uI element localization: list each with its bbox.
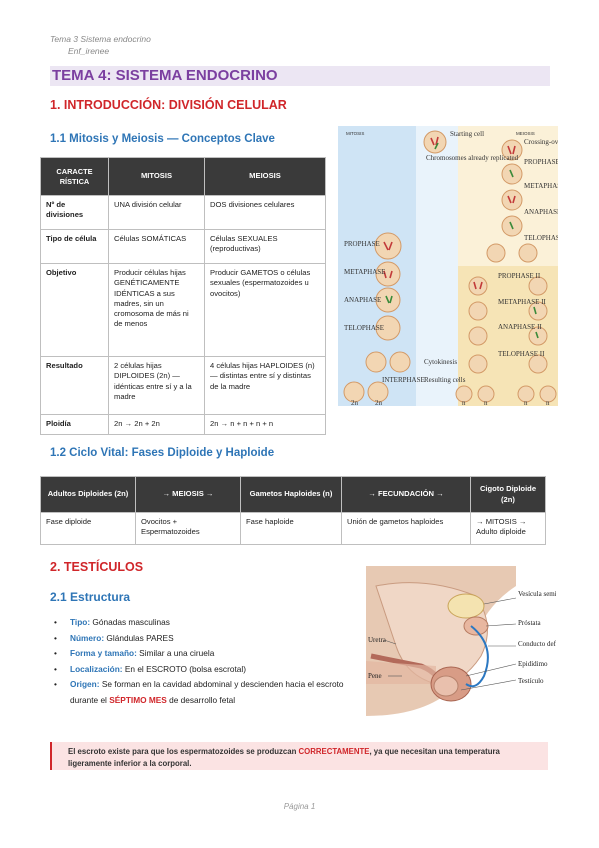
page-number: Página 1 [283, 802, 316, 811]
table-cell: Resultado [40, 356, 109, 415]
fig-label-penis: Pene [368, 672, 382, 680]
fig-label: ANAPHASE II [498, 323, 542, 331]
fig-label: n [546, 399, 550, 406]
table-header: Gametos Haploides (n) [240, 476, 342, 513]
table-cell: Unión de gametos haploides [341, 512, 471, 545]
fig-label: TELOPHASE [344, 324, 384, 332]
table-header: Adultos Diploides (2n) [40, 476, 136, 513]
table-header: → MEIOSIS → [135, 476, 241, 513]
table-row: Objetivo Producir células hijas GENÉTICA… [40, 263, 326, 357]
fig-label: 2n [351, 399, 359, 406]
fig-meiosis-title: MEIOSIS [516, 131, 535, 136]
table-row: Fase diploide Ovocitos + Espermatozoides… [40, 512, 546, 545]
fig-label: n [484, 399, 488, 406]
fig-label: Resulting cells [424, 376, 466, 384]
table-cell: Ploidía [40, 414, 109, 435]
life-cycle-table: Adultos Diploides (2n) → MEIOSIS → Gamet… [40, 476, 546, 545]
table-cell: Ovocitos + Espermatozoides [135, 512, 241, 545]
table-cell: Objetivo [40, 263, 109, 357]
header-line-2: Enf_irenee [68, 46, 110, 56]
fig-label: ANAPHASE I [524, 208, 558, 216]
table-cell: UNA división celular [108, 195, 205, 230]
section-1-1-heading: 1.1 Mitosis y Meiosis — Conceptos Clave [50, 133, 275, 145]
fig-label: Crossing-over [524, 138, 558, 146]
table-header: Cigoto Diploide (2n) [470, 476, 546, 513]
section-2-heading: 2. TESTÍCULOS [50, 560, 144, 574]
header-line-1: Tema 3 Sistema endocrino [50, 34, 151, 44]
table-header: MITOSIS [108, 157, 205, 196]
fig-label-prostate: Próstata [518, 619, 541, 627]
fig-label-seminal-vesicle: Vesícula seminal [518, 590, 556, 598]
male-reproductive-anatomy-diagram: Vesícula seminal Próstata Conducto defer… [366, 566, 556, 718]
table-row: Ploidía 2n → 2n + 2n 2n → n + n + n + n [40, 414, 326, 435]
fig-label: METAPHASE II [498, 298, 547, 306]
fig-label: INTERPHASE [382, 376, 425, 384]
section-1-heading: 1. INTRODUCCIÓN: DIVISIÓN CELULAR [50, 98, 287, 112]
fig-label-epididymis: Epidídimo [518, 660, 548, 668]
table-cell: 4 células hijas HAPLOIDES (n) — distinta… [204, 356, 326, 415]
table-cell: Células SEXUALES (reproductivas) [204, 229, 326, 264]
table-cell: → MITOSIS → Adulto diploide [470, 512, 546, 545]
fig-label: Chromosomes already replicated [426, 154, 519, 162]
table-row: Resultado 2 células hijas DIPLOIDES (2n)… [40, 356, 326, 415]
fig-label: Starting cell [450, 130, 484, 138]
list-item: Número: Glándulas PARES [54, 631, 360, 647]
list-item: Origen: Se forman en la cavidad abdomina… [54, 677, 360, 708]
fig-label: METAPHASE I [524, 182, 558, 190]
mitosis-meiosis-diagram: MITOSIS MEIOSIS Starting cell Chromosome… [338, 126, 558, 406]
fig-label-urethra: Uretra [368, 636, 387, 644]
table-cell: Fase haploide [240, 512, 342, 545]
table-row: Tipo de célula Células SOMÁTICAS Células… [40, 229, 326, 264]
table-header: MEIOSIS [204, 157, 326, 196]
fig-label: 2n [375, 399, 383, 406]
table-row: Nº de divisiones UNA división celular DO… [40, 195, 326, 230]
fig-label: n [462, 399, 466, 406]
section-1-2-heading: 1.2 Ciclo Vital: Fases Diploide y Haploi… [50, 447, 275, 459]
fig-label: TELOPHASE I [524, 234, 558, 242]
fig-label: METAPHASE [344, 268, 385, 276]
table-cell: Nº de divisiones [40, 195, 109, 230]
mitosis-meiosis-table: CARACTE RÍSTICA MITOSIS MEIOSIS Nº de di… [40, 157, 326, 435]
fig-label-testicle: Testículo [518, 677, 544, 685]
table-cell: Células SOMÁTICAS [108, 229, 205, 264]
list-item: Forma y tamaño: Similar a una ciruela [54, 646, 360, 662]
fig-label: Cytokinesis [424, 358, 457, 366]
table-header: → FECUNDACIÓN → [341, 476, 471, 513]
section-2-1-heading: 2.1 Estructura [50, 590, 131, 604]
list-item: Tipo: Gónadas masculinas [54, 615, 360, 631]
fig-label-vas-deferens: Conducto deferente [518, 640, 556, 648]
table-cell: 2n → n + n + n + n [204, 414, 326, 435]
table-header: CARACTE RÍSTICA [40, 157, 109, 196]
table-cell: Producir GAMETOS o células sexuales (esp… [204, 263, 326, 357]
fig-label: n [524, 399, 528, 406]
testicle-facts-list: Tipo: Gónadas masculinas Número: Glándul… [54, 615, 360, 708]
table-cell: Fase diploide [40, 512, 136, 545]
table-cell: Producir células hijas GENÉTICAMENTE IDÉ… [108, 263, 205, 357]
fig-label: PROPHASE II [498, 272, 541, 280]
table-cell: DOS divisiones celulares [204, 195, 326, 230]
fig-label: ANAPHASE [344, 296, 381, 304]
fig-mitosis-title: MITOSIS [346, 131, 364, 136]
table-cell: Tipo de célula [40, 229, 109, 264]
table-cell: 2n → 2n + 2n [108, 414, 205, 435]
fig-label: PROPHASE [344, 240, 380, 248]
page-title: TEMA 4: SISTEMA ENDOCRINO [50, 66, 550, 86]
table-cell: 2 células hijas DIPLOIDES (2n) — idéntic… [108, 356, 205, 415]
fig-label: TELOPHASE II [498, 350, 545, 358]
fig-label: PROPHASE I [524, 158, 558, 166]
list-item: Localización: En el ESCROTO (bolsa escro… [54, 662, 360, 678]
callout-note: El escroto existe para que los espermato… [50, 742, 548, 770]
